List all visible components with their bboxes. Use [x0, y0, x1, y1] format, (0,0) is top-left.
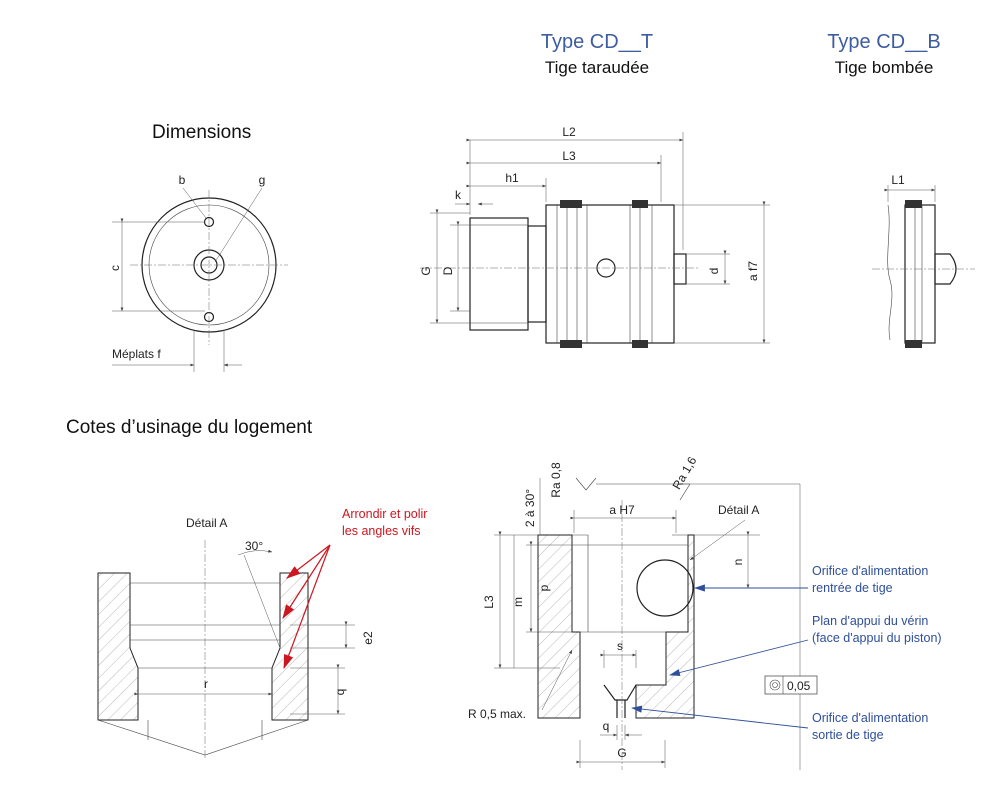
label-L1: L1	[891, 173, 905, 187]
callout-3-line-1: Orifice d'alimentation	[812, 711, 928, 725]
machining-heading: Cotes d’usinage du logement	[66, 417, 313, 438]
detail-angle: 30°	[245, 539, 263, 553]
label-e2: e2	[361, 631, 375, 645]
roughness-ra16: Ra 1,6	[670, 454, 700, 492]
red-note-line-2: les angles vifs	[342, 524, 421, 538]
callout-2-line-2: (face d'appui du piston)	[812, 631, 942, 645]
flats-label: Méplats f	[112, 347, 161, 361]
label-G: G	[419, 266, 433, 275]
red-note-line-1: Arrondir et polir	[342, 507, 427, 521]
callout-1-line-1: Orifice d'alimentation	[812, 564, 928, 578]
end-view	[112, 187, 288, 372]
chamfer-label: 2 à 30°	[523, 489, 537, 527]
threaded-subtitle: Tige taraudée	[545, 58, 649, 77]
side-view-domed	[872, 185, 975, 348]
callout-3-line-2: sortie de tige	[812, 728, 884, 742]
type-threaded-title: Type CD__T	[541, 31, 653, 53]
label-q-detail: q	[333, 689, 347, 696]
roughness-ra08: Ra 0,8	[549, 462, 563, 498]
label-h1: h1	[505, 171, 519, 185]
end-view-label-g: g	[259, 173, 266, 187]
detail-a-title: Détail A	[186, 516, 227, 530]
label-L3: L3	[562, 149, 576, 163]
label-D: D	[441, 266, 455, 275]
label-L2: L2	[562, 125, 576, 139]
end-view-label-b: b	[179, 173, 186, 187]
label-p: p	[537, 584, 551, 591]
housing-section	[494, 477, 818, 770]
label-m: m	[511, 597, 525, 607]
callout-2-line-1: Plan d'appui du vérin	[812, 614, 928, 628]
label-s: s	[617, 639, 623, 653]
type-domed-title: Type CD__B	[827, 31, 940, 53]
housing-detail-ref: Détail A	[718, 503, 759, 517]
dimensions-heading: Dimensions	[152, 122, 251, 143]
detail-a-view	[97, 540, 355, 760]
label-n: n	[731, 559, 745, 566]
housing-label-q: q	[603, 719, 610, 733]
radius-label: R 0,5 max.	[468, 707, 526, 721]
label-af7: a f7	[746, 261, 760, 281]
label-r: r	[204, 677, 208, 691]
label-d: d	[707, 268, 721, 275]
housing-label-L3: L3	[482, 595, 496, 609]
side-view-threaded	[420, 132, 770, 348]
domed-subtitle: Tige bombée	[835, 58, 934, 77]
housing-label-G: G	[617, 746, 626, 760]
label-k: k	[455, 188, 462, 202]
callout-1-line-2: rentrée de tige	[812, 581, 893, 595]
end-view-label-c: c	[108, 265, 122, 271]
tolerance-value: 0,05	[787, 679, 811, 693]
bore-label: a H7	[609, 503, 635, 517]
